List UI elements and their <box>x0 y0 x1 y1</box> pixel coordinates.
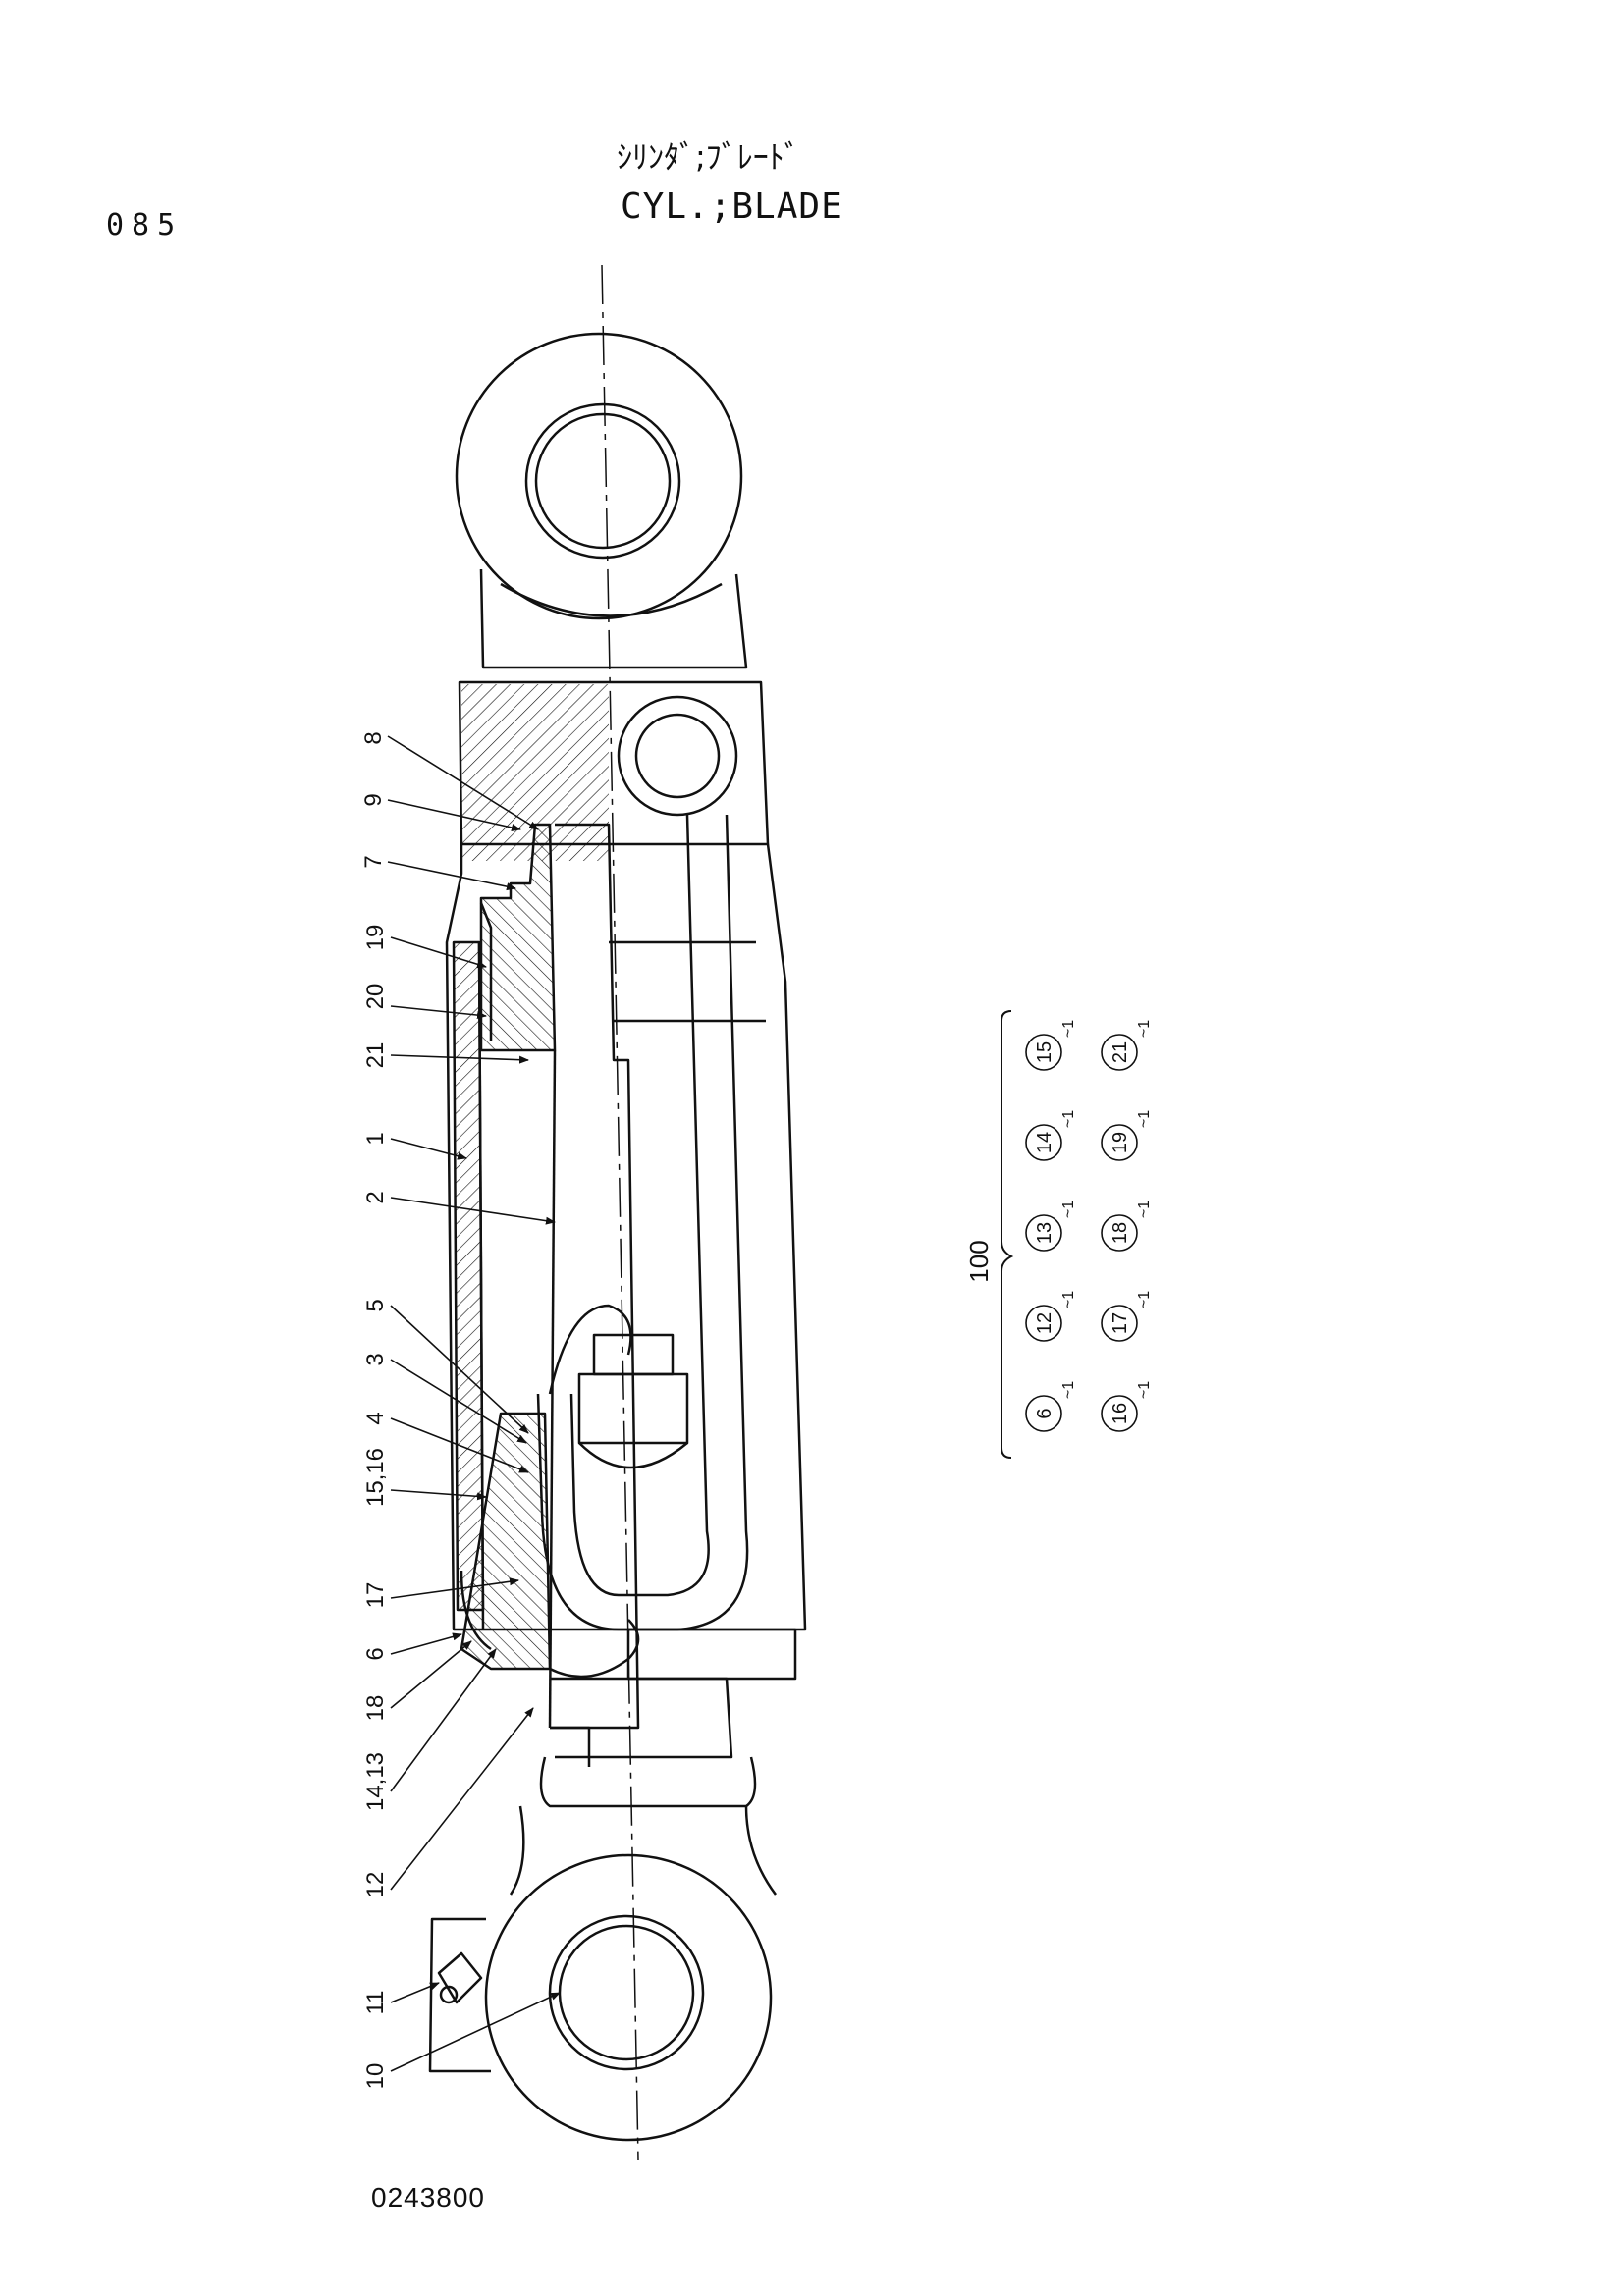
title-english: CYL.;BLADE <box>621 187 843 227</box>
kit-brace <box>1001 1021 1014 1448</box>
kit-item-circle <box>1025 1034 1062 1071</box>
callout-14-13: 14,13 <box>362 1752 389 1811</box>
kit-item-circle <box>1025 1214 1062 1252</box>
piston-rod <box>550 823 640 1730</box>
kit-items: 6 ~1 12 ~1 13 ~1 14 ~1 15 ~1 16 ~1 17 ~1 18 ~1 19 ~1 21 ~1 <box>1025 1020 1153 1432</box>
kit-item-circle <box>1101 1395 1138 1432</box>
port-elbow-outer <box>617 695 738 817</box>
kit-item-qty: ~1 <box>1060 1020 1077 1038</box>
callout-21: 21 <box>362 1042 389 1069</box>
callout-18: 18 <box>362 1695 389 1722</box>
kit-item-number: 15 <box>1034 1041 1055 1063</box>
top-eye-ring <box>524 402 681 560</box>
callout-2: 2 <box>362 1191 389 1203</box>
kit-item-number: 12 <box>1034 1312 1055 1334</box>
piston <box>460 1412 552 1671</box>
kit-item-number: 16 <box>1109 1403 1131 1424</box>
top-eye-bore <box>534 412 672 550</box>
kit-item-qty: ~1 <box>1060 1291 1077 1308</box>
callout-19: 19 <box>362 925 389 951</box>
callout-9: 9 <box>360 793 387 806</box>
rod-eye-outer <box>484 1853 773 2142</box>
kit-item-circle <box>1101 1214 1138 1252</box>
kit-item-circle <box>1101 1124 1138 1161</box>
top-eye-outer <box>455 332 743 620</box>
rod-end-neck <box>539 1756 757 1808</box>
kit-item-circle <box>1025 1395 1062 1432</box>
callout-8: 8 <box>360 731 387 744</box>
kit-item-qty: ~1 <box>1136 1201 1153 1218</box>
callout-1: 1 <box>362 1132 389 1145</box>
rod-eye-ring <box>548 1914 705 2071</box>
callout-5: 5 <box>362 1299 389 1311</box>
kit-item-circle <box>1025 1305 1062 1342</box>
callout-6: 6 <box>362 1647 389 1660</box>
kit-item-qty: ~1 <box>1136 1291 1153 1308</box>
kit-item-number: 13 <box>1034 1222 1055 1244</box>
kit-item-circle <box>1101 1034 1138 1071</box>
kit-item-circle <box>1101 1305 1138 1342</box>
kit-item-qty: ~1 <box>1136 1110 1153 1128</box>
grease-fitting-housing <box>428 1917 491 2073</box>
kit-item-qty: ~1 <box>1136 1381 1153 1399</box>
callout-12: 12 <box>362 1872 389 1898</box>
callout-3: 3 <box>362 1353 389 1365</box>
title-japanese: ｼﾘﾝﾀﾞ;ﾌﾞﾚｰﾄﾞ <box>617 138 800 176</box>
kit-number: 100 <box>964 1240 994 1282</box>
hydraulic-pipe <box>536 814 749 1631</box>
top-eye-neck <box>479 568 748 669</box>
kit-item-qty: ~1 <box>1060 1110 1077 1128</box>
kit-item-number: 17 <box>1109 1312 1131 1334</box>
kit-item-number: 6 <box>1034 1408 1055 1418</box>
kit-item-circle <box>1025 1124 1062 1161</box>
callout-leaders <box>387 735 561 2072</box>
kit-item-number: 14 <box>1034 1132 1055 1153</box>
callout-7: 7 <box>360 855 387 868</box>
callout-11: 11 <box>362 1991 389 2015</box>
grease-nipple <box>437 1951 483 2004</box>
drawing-number: 0243800 <box>371 2182 486 2213</box>
kit-item-qty: ~1 <box>1060 1381 1077 1399</box>
kit-item-number: 19 <box>1109 1132 1131 1153</box>
callout-15-16: 15,16 <box>362 1448 389 1507</box>
kit-item-number: 21 <box>1109 1041 1131 1063</box>
cylinder-end-cap <box>626 1628 797 1681</box>
callout-labels: 8 9 7 19 20 21 1 2 5 3 4 15,16 17 6 18 1… <box>360 731 389 2089</box>
callout-20: 20 <box>362 984 389 1010</box>
kit-item-qty: ~1 <box>1060 1201 1077 1218</box>
cylinder-tube-outer <box>445 843 807 1631</box>
kit-item-number: 18 <box>1109 1222 1131 1244</box>
callout-4: 4 <box>362 1412 389 1424</box>
rod-eye-bore <box>558 1924 695 2061</box>
kit-item-qty: ~1 <box>1136 1020 1153 1038</box>
center-line <box>601 264 639 2161</box>
callout-10: 10 <box>362 2063 389 2090</box>
seal-kit-group: 100 6 ~1 12 ~1 13 ~1 14 ~1 15 ~1 16 ~1 17 ~1 18 ~1 19 ~1 2… <box>964 1010 1153 1459</box>
callout-17: 17 <box>362 1582 389 1609</box>
page-number: 085 <box>106 208 184 242</box>
drawing-geometry <box>428 264 807 2161</box>
